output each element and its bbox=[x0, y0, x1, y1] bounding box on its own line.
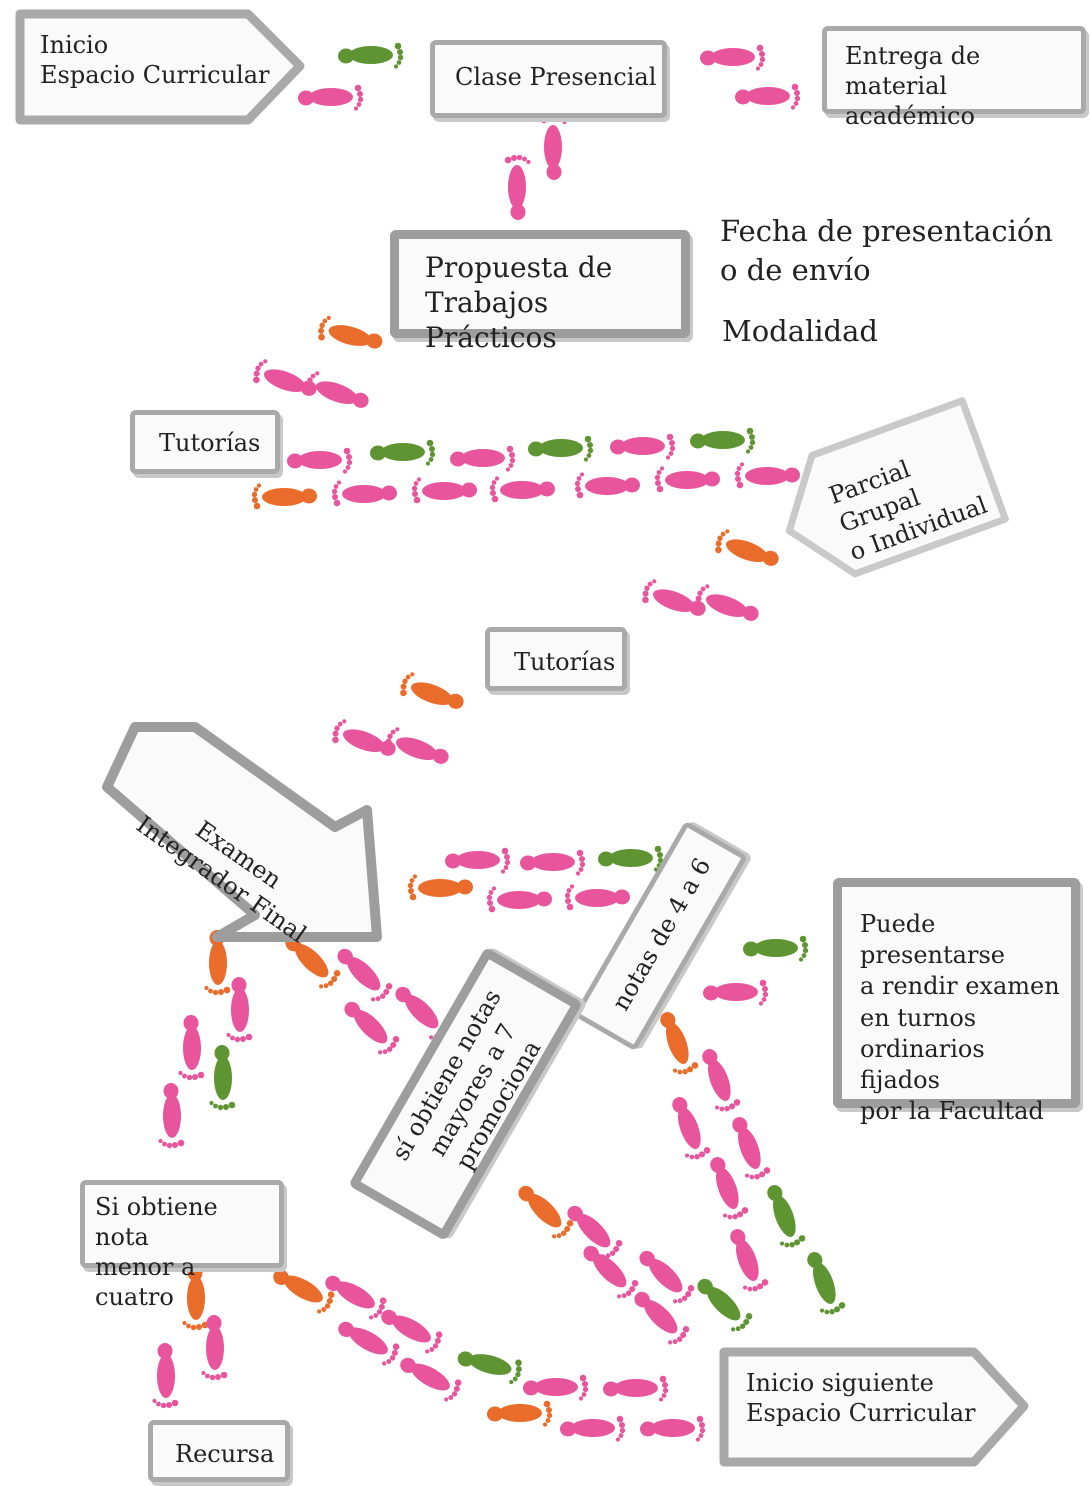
footprint-icon bbox=[454, 1344, 525, 1386]
footprint-icon bbox=[338, 42, 404, 69]
node-siguiente-shape bbox=[719, 1347, 1029, 1467]
footprint-icon bbox=[760, 1180, 807, 1252]
footprint-icon bbox=[703, 979, 769, 1006]
footprint-icon bbox=[743, 935, 809, 962]
node-menor-line1: Si obtiene nota bbox=[95, 1193, 218, 1251]
footprint-icon bbox=[487, 1400, 553, 1427]
footprint-icon bbox=[610, 433, 676, 460]
node-entrega-line1: Entrega de material bbox=[845, 42, 981, 100]
node-entrega-material: Entrega de material académico bbox=[822, 26, 1086, 130]
note-modalidad: Modalidad bbox=[722, 314, 878, 348]
node-parcial-shape bbox=[785, 397, 1009, 578]
node-puede-presentarse: Puede presentarse a rendir examen en tur… bbox=[833, 878, 1080, 1125]
footprint-icon bbox=[700, 44, 766, 71]
footprint-icon bbox=[520, 849, 586, 876]
note-fecha-line2: o de envío bbox=[720, 253, 871, 288]
node-puede-line1: Puede presentarse bbox=[860, 910, 1005, 970]
node-siguiente-line2: Espacio Curricular bbox=[746, 1399, 976, 1427]
footprint-icon bbox=[560, 1415, 626, 1442]
footprint-icon bbox=[315, 314, 386, 356]
node-propuesta-line2: Trabajos Prácticos bbox=[425, 286, 557, 354]
node-siguiente: Inicio siguiente Espacio Curricular bbox=[712, 1342, 1032, 1472]
footprint-icon bbox=[576, 1238, 642, 1303]
footprint-icon bbox=[152, 1343, 179, 1409]
footprint-icon bbox=[511, 1178, 577, 1243]
footprint-icon bbox=[690, 1271, 756, 1336]
node-recursa-label: Recursa bbox=[175, 1440, 275, 1468]
node-tutorias-2: Tutorías bbox=[485, 627, 627, 691]
footprint-icon bbox=[564, 884, 630, 911]
footprint-icon bbox=[370, 439, 436, 466]
footprint-icon bbox=[226, 977, 253, 1043]
footprint-icon bbox=[665, 1092, 712, 1164]
footprint-icon bbox=[690, 427, 756, 454]
footprint-icon bbox=[654, 466, 720, 493]
footprint-icon bbox=[287, 447, 353, 474]
footprint-icon bbox=[640, 1415, 706, 1442]
node-clase-presencial: Clase Presencial bbox=[430, 40, 667, 118]
footprint-icon bbox=[397, 669, 468, 717]
node-tutorias-2-label: Tutorías bbox=[514, 648, 616, 676]
footprint-icon bbox=[450, 445, 516, 472]
footprint-icon bbox=[251, 483, 317, 510]
note-fecha-line1: Fecha de presentación bbox=[720, 214, 1053, 248]
node-inicio-line2: Espacio Curricular bbox=[40, 61, 270, 89]
footprint-icon bbox=[486, 886, 552, 913]
node-parcial: Parcial Grupal o Individual bbox=[756, 386, 1019, 604]
node-entrega-line2: académico bbox=[845, 102, 975, 130]
node-puede-line4: ordinarios fijados bbox=[860, 1034, 985, 1094]
footprint-icon bbox=[523, 1374, 589, 1401]
footprint-icon bbox=[394, 1349, 465, 1405]
footprint-icon bbox=[209, 1045, 236, 1111]
node-propuesta-line1: Propuesta de bbox=[425, 251, 613, 284]
footprint-icon bbox=[158, 1083, 185, 1149]
node-nota-menor: Si obtiene nota menor a cuatro bbox=[80, 1180, 284, 1311]
footprint-icon bbox=[540, 114, 567, 180]
node-recursa: Recursa bbox=[148, 1420, 290, 1482]
footprint-icon bbox=[703, 1152, 750, 1224]
footprint-icon bbox=[528, 435, 594, 462]
node-menor-line2: menor a cuatro bbox=[95, 1253, 196, 1311]
footprint-icon bbox=[653, 1007, 700, 1079]
node-tutorias-1-label: Tutorías bbox=[159, 429, 261, 457]
footprint-icon bbox=[723, 1224, 770, 1296]
footprint-icon bbox=[598, 845, 664, 872]
node-inicio: Inicio Espacio Curricular bbox=[8, 4, 308, 129]
node-puede-line2: a rendir examen bbox=[860, 972, 1060, 1001]
node-puede-line3: en turnos bbox=[860, 1003, 977, 1032]
footprint-icon bbox=[603, 1375, 669, 1402]
footprint-icon bbox=[411, 477, 477, 504]
node-siguiente-line1: Inicio siguiente bbox=[746, 1369, 934, 1397]
note-fecha: Fecha de presentación o de envío bbox=[720, 212, 1053, 290]
footprint-icon bbox=[712, 526, 783, 574]
footprint-icon bbox=[445, 847, 511, 874]
node-examen: Examen Integrador Final bbox=[95, 715, 395, 955]
footprint-icon bbox=[504, 154, 531, 220]
footprint-icon bbox=[695, 1044, 742, 1116]
node-clase-label: Clase Presencial bbox=[455, 63, 657, 91]
footprint-icon bbox=[178, 1015, 205, 1081]
footprint-icon bbox=[337, 994, 403, 1059]
node-propuesta-tp: Propuesta de Trabajos Prácticos bbox=[390, 230, 690, 354]
node-puede-line5: por la Facultad bbox=[860, 1097, 1044, 1126]
node-tutorias-1: Tutorías bbox=[130, 410, 280, 474]
node-examen-shape bbox=[102, 722, 382, 942]
footprint-icon bbox=[735, 83, 801, 110]
footprint-icon bbox=[574, 472, 640, 499]
node-inicio-line1: Inicio bbox=[40, 31, 109, 59]
footprint-icon bbox=[407, 874, 473, 901]
footprint-icon bbox=[627, 1284, 693, 1349]
footprint-icon bbox=[725, 1112, 772, 1184]
footprint-icon bbox=[800, 1247, 847, 1319]
footprint-icon bbox=[489, 476, 555, 503]
node-inicio-shape bbox=[15, 9, 305, 125]
footprint-icon bbox=[331, 480, 397, 507]
